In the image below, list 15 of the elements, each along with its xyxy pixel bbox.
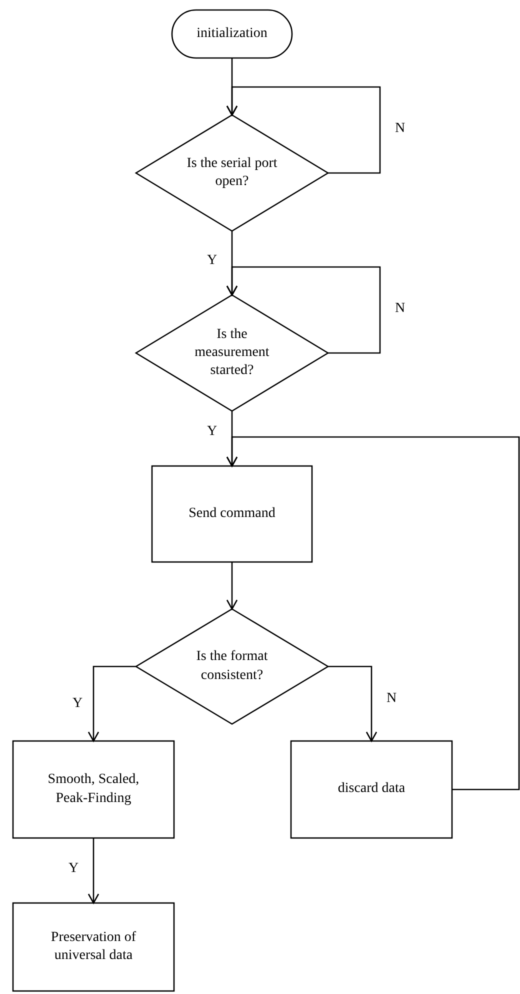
- arrow: [226, 436, 520, 790]
- arrow: [88, 838, 100, 904]
- arrow: [226, 266, 381, 354]
- node-text: Is the serial port open?: [186, 154, 278, 191]
- node-text: Is the measurement started?: [194, 326, 270, 380]
- arrow: [226, 562, 238, 610]
- node-text: discard data: [338, 780, 406, 798]
- node-text: initialization: [196, 24, 268, 43]
- node-text: Smooth, Scaled, Peak-Finding: [46, 771, 140, 808]
- node-text: Is the format consistent?: [195, 648, 269, 684]
- arrow: [328, 666, 378, 742]
- node-text: Preservation of universal data: [50, 928, 138, 965]
- arrow: [88, 666, 136, 742]
- arrow: [226, 86, 381, 174]
- node-text: Send command: [188, 504, 276, 523]
